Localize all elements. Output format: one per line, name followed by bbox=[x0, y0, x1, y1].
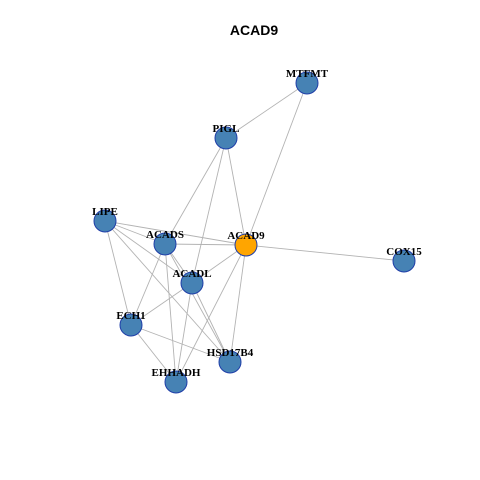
node-label-hsd17b4: HSD17B4 bbox=[207, 347, 254, 359]
edge-pigl-acads bbox=[164, 137, 227, 245]
node-mtfmt[interactable] bbox=[295, 71, 319, 95]
edge-pigl-acadl bbox=[191, 137, 227, 284]
edge-lipe-acad9 bbox=[104, 220, 247, 246]
node-label-lipe: LIPE bbox=[92, 206, 118, 218]
node-pigl[interactable] bbox=[214, 126, 238, 150]
edge-acad9-ehhadh bbox=[175, 244, 247, 383]
edge-mtfmt-acad9 bbox=[245, 82, 308, 246]
graph-title: ACAD9 bbox=[230, 22, 278, 38]
node-acadl[interactable] bbox=[180, 271, 204, 295]
edge-acadl-hsd17b4 bbox=[191, 282, 231, 363]
node-acads[interactable] bbox=[153, 232, 177, 256]
node-layer bbox=[93, 71, 416, 394]
node-label-cox15: COX15 bbox=[386, 246, 422, 258]
node-label-mtfmt: MTFMT bbox=[286, 68, 329, 80]
node-acad9[interactable] bbox=[234, 233, 258, 257]
edge-pigl-acad9 bbox=[225, 137, 247, 246]
node-label-acad9: ACAD9 bbox=[227, 230, 265, 242]
edge-ech1-ehhadh bbox=[130, 324, 177, 383]
node-ech1[interactable] bbox=[119, 313, 143, 337]
edge-acads-ehhadh bbox=[164, 243, 177, 383]
node-cox15[interactable] bbox=[392, 249, 416, 273]
node-label-pigl: PIGL bbox=[213, 123, 240, 135]
edge-lipe-acadl bbox=[104, 220, 193, 284]
edge-acads-acad9 bbox=[164, 243, 247, 246]
edge-lipe-hsd17b4 bbox=[104, 220, 231, 363]
node-lipe[interactable] bbox=[93, 209, 117, 233]
edge-mtfmt-pigl bbox=[225, 82, 308, 139]
edge-acad9-cox15 bbox=[245, 244, 405, 262]
node-ehhadh[interactable] bbox=[164, 370, 188, 394]
node-label-acadl: ACADL bbox=[172, 268, 211, 280]
node-label-acads: ACADS bbox=[146, 229, 184, 241]
edge-acadl-ech1 bbox=[130, 282, 193, 326]
node-hsd17b4[interactable] bbox=[218, 350, 242, 374]
edge-acad9-hsd17b4 bbox=[229, 244, 247, 363]
edge-acadl-ehhadh bbox=[175, 282, 193, 383]
edge-lipe-ech1 bbox=[104, 220, 132, 326]
node-label-ech1: ECH1 bbox=[116, 310, 145, 322]
node-label-ehhadh: EHHADH bbox=[152, 367, 201, 379]
edge-acads-ech1 bbox=[130, 243, 166, 326]
edge-acads-hsd17b4 bbox=[164, 243, 231, 363]
edge-ech1-hsd17b4 bbox=[130, 324, 231, 363]
